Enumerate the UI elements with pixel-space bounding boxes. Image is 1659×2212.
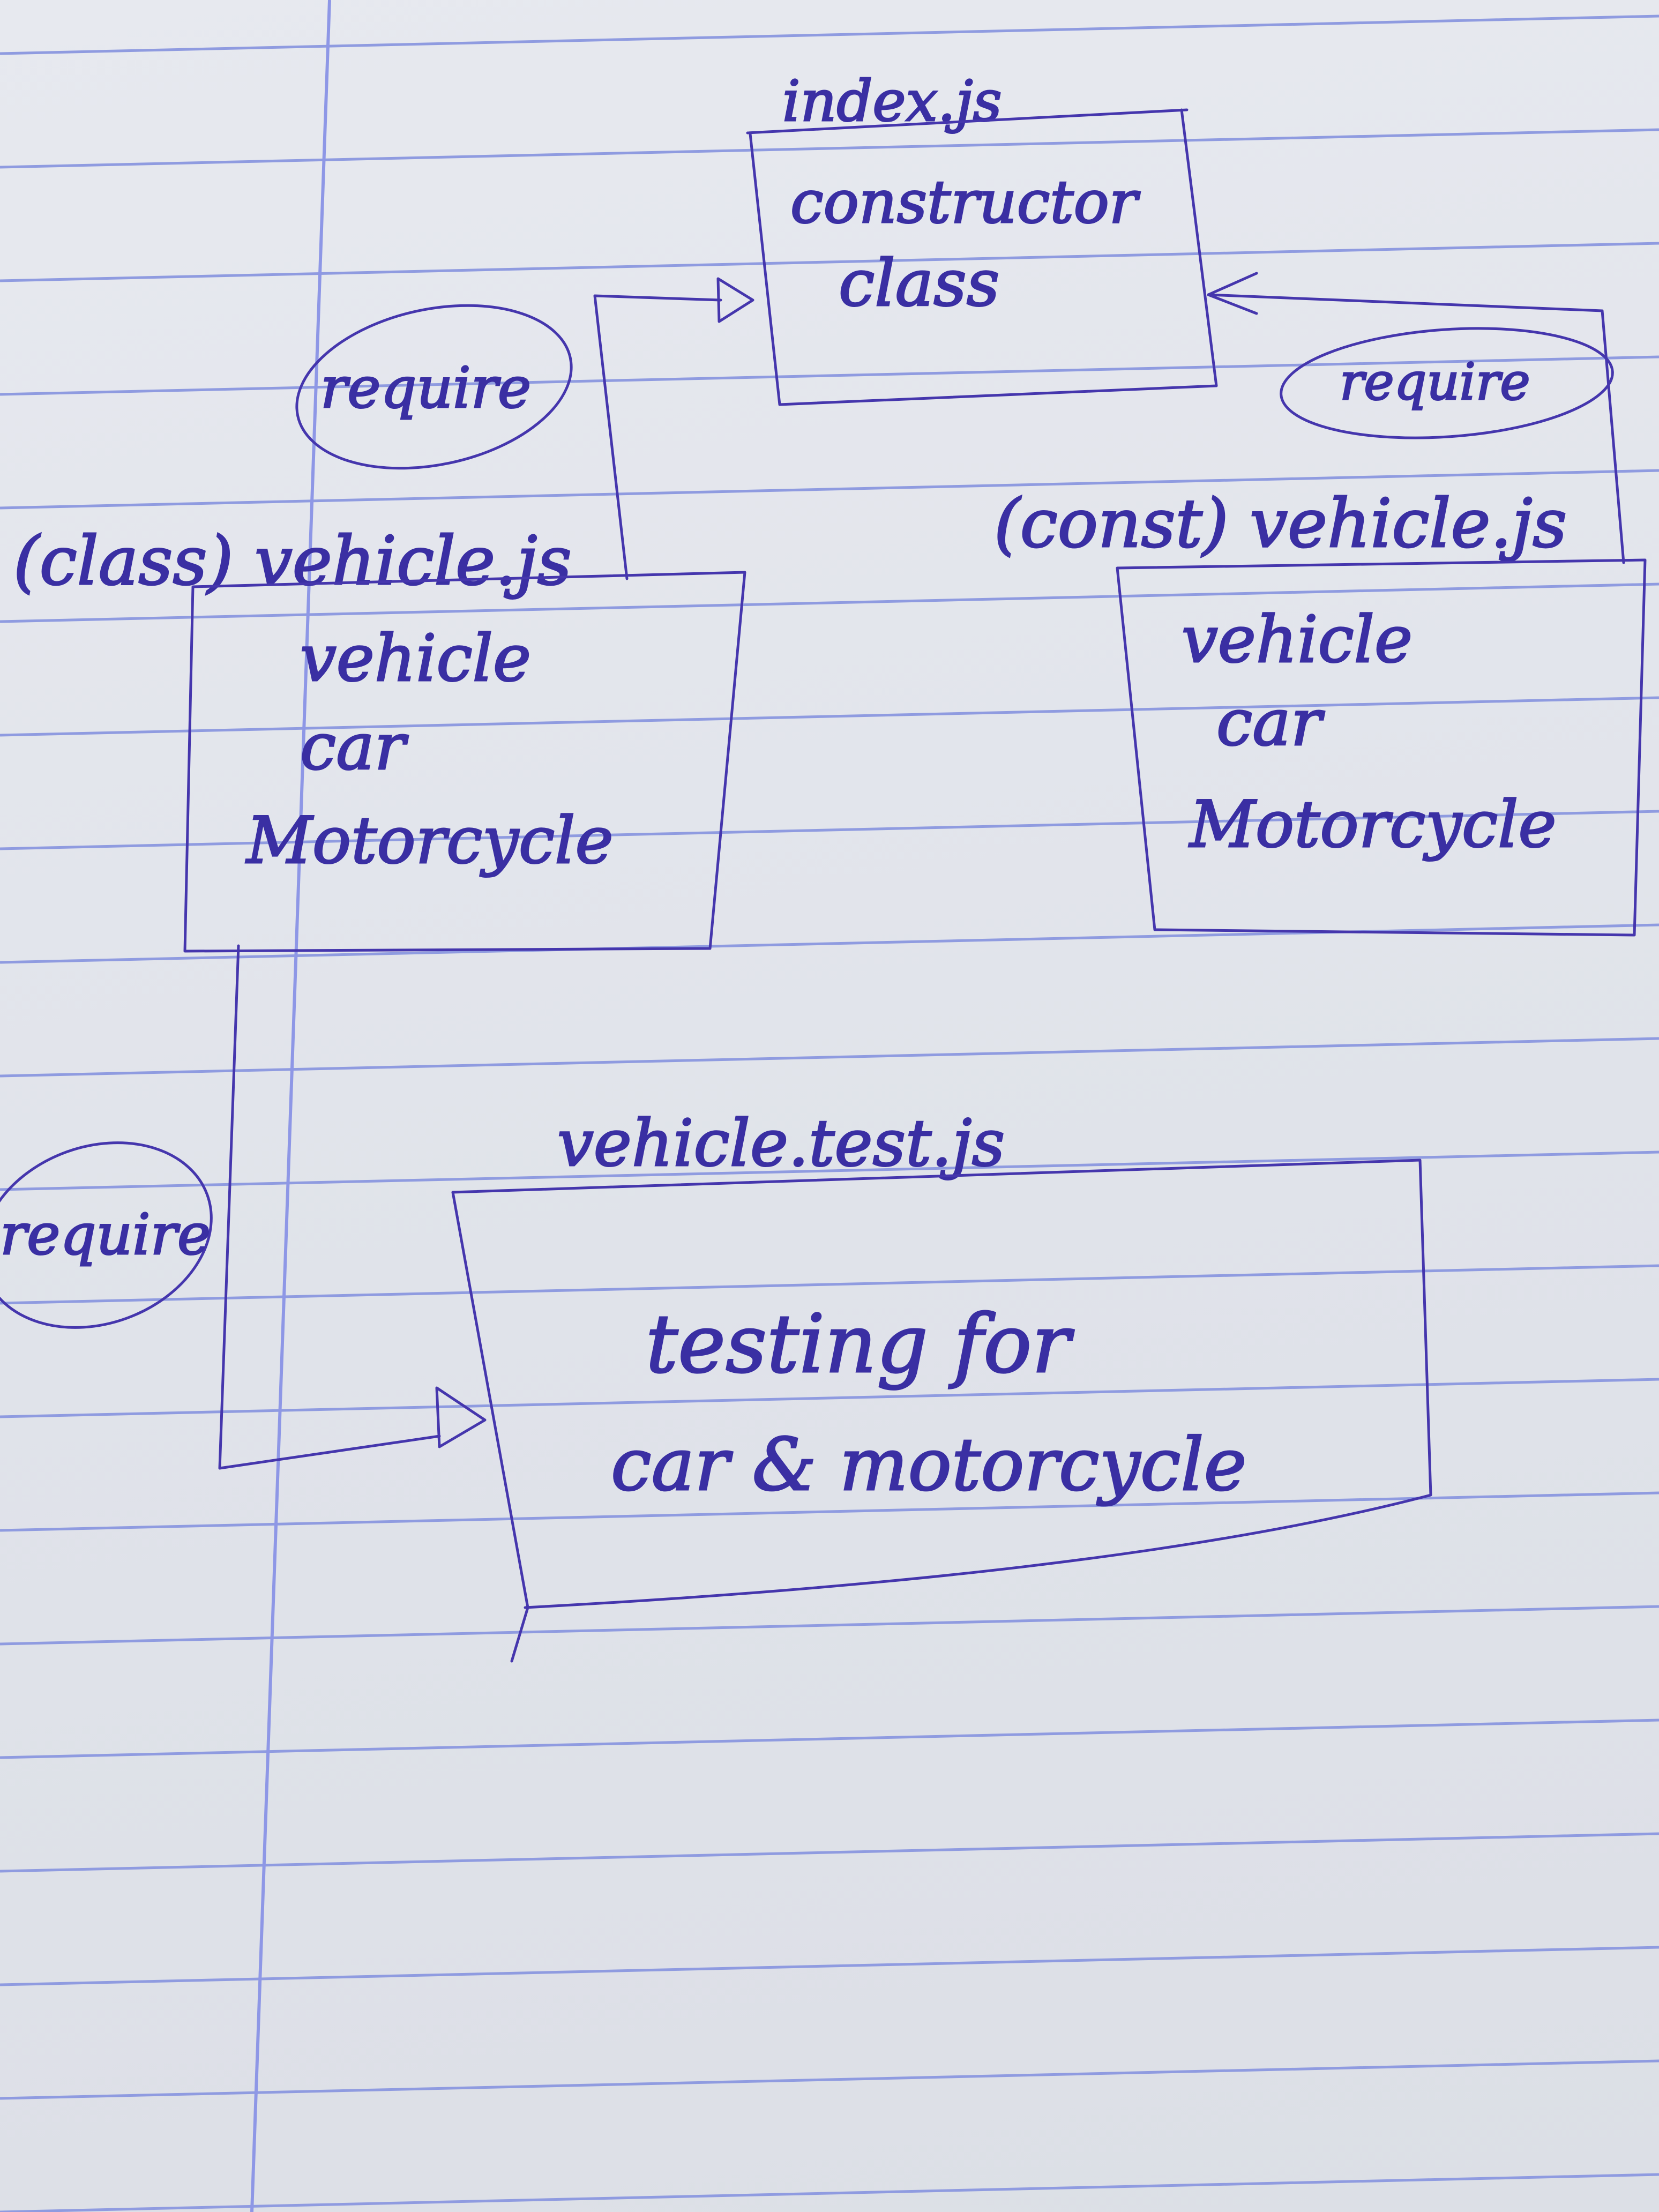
ruled-line [0,355,1659,396]
right-require-ellipse [1280,327,1614,439]
ruled-line [0,128,1659,169]
const-vehicle-js-line-1: vehicle [1182,603,1413,677]
class-vehicle-js-label: (class) vehicle.js [13,522,572,600]
vehicle-test-js-box-top-right-bottom [451,1159,1432,1609]
ruled-line [0,2059,1659,2100]
right-arrow-line [1207,293,1625,564]
index-js-line-1: constructor [790,168,1141,236]
vehicle-test-js-line-2: car & motorcycle [611,1423,1247,1507]
ruled-line [0,1946,1659,1986]
ruled-line [0,1605,1659,1646]
ruled-line [0,242,1659,282]
ruled-line [0,469,1659,510]
vehicle-test-js-box-left [451,1191,529,1663]
class-vehicle-js-line-2: car [300,710,409,784]
margin-line [250,0,331,2212]
ruled-line [0,2173,1659,2212]
right-require-arrow: require [1207,272,1625,564]
ruled-line [0,1264,1659,1305]
vehicle-test-js-line-1: testing for [646,1298,1074,1391]
index-js-underline [746,108,1189,134]
left-require-ellipse [295,304,573,470]
ruled-line [0,1150,1659,1191]
vehicle-test-js-node: vehicle.test.js testing for car & motorc… [451,1106,1432,1663]
bottom-require-ellipse [0,1141,213,1329]
vehicle-test-js-filename: vehicle.test.js [557,1107,1005,1181]
ruled-line [0,582,1659,623]
index-js-filename: index.js [782,69,1002,134]
right-arrowhead [1207,272,1258,315]
class-vehicle-js-node: (class) vehicle.js vehicle car Motorcycl… [13,522,746,953]
left-require-label: require [320,355,531,421]
ruled-lines [0,14,1659,2212]
ruled-line [0,1378,1659,1418]
index-js-line-2: class [839,246,999,321]
ruled-line [0,1832,1659,1873]
left-arrowhead [716,277,754,323]
index-js-node: index.js constructor class [746,68,1218,406]
ruled-line [0,810,1659,850]
class-vehicle-js-box [183,571,746,953]
const-vehicle-js-label: (const) vehicle.js [994,485,1567,563]
ruled-line [0,1718,1659,1759]
class-vehicle-js-line-1: vehicle [300,622,531,696]
bottom-require-label: require [0,1202,211,1267]
class-vehicle-js-line-3: Motorcycle [245,804,614,878]
bottom-arrowhead [435,1386,487,1448]
bottom-require-arrow: require [0,944,487,1470]
ruled-line [0,923,1659,964]
bottom-arrow-line [218,944,441,1470]
const-vehicle-js-node: (const) vehicle.js vehicle car Motorcycl… [993,484,1647,937]
const-vehicle-js-line-3: Motorcycle [1189,788,1557,862]
const-vehicle-js-line-2: car [1216,686,1325,760]
ruled-line [0,1037,1659,1078]
const-vehicle-js-box [1116,558,1647,937]
index-js-box [749,108,1218,406]
left-arrow-line [593,294,722,580]
right-require-label: require [1340,353,1530,412]
left-require-arrow: require [295,277,754,580]
ruled-line [0,696,1659,737]
ruled-line [0,14,1659,55]
